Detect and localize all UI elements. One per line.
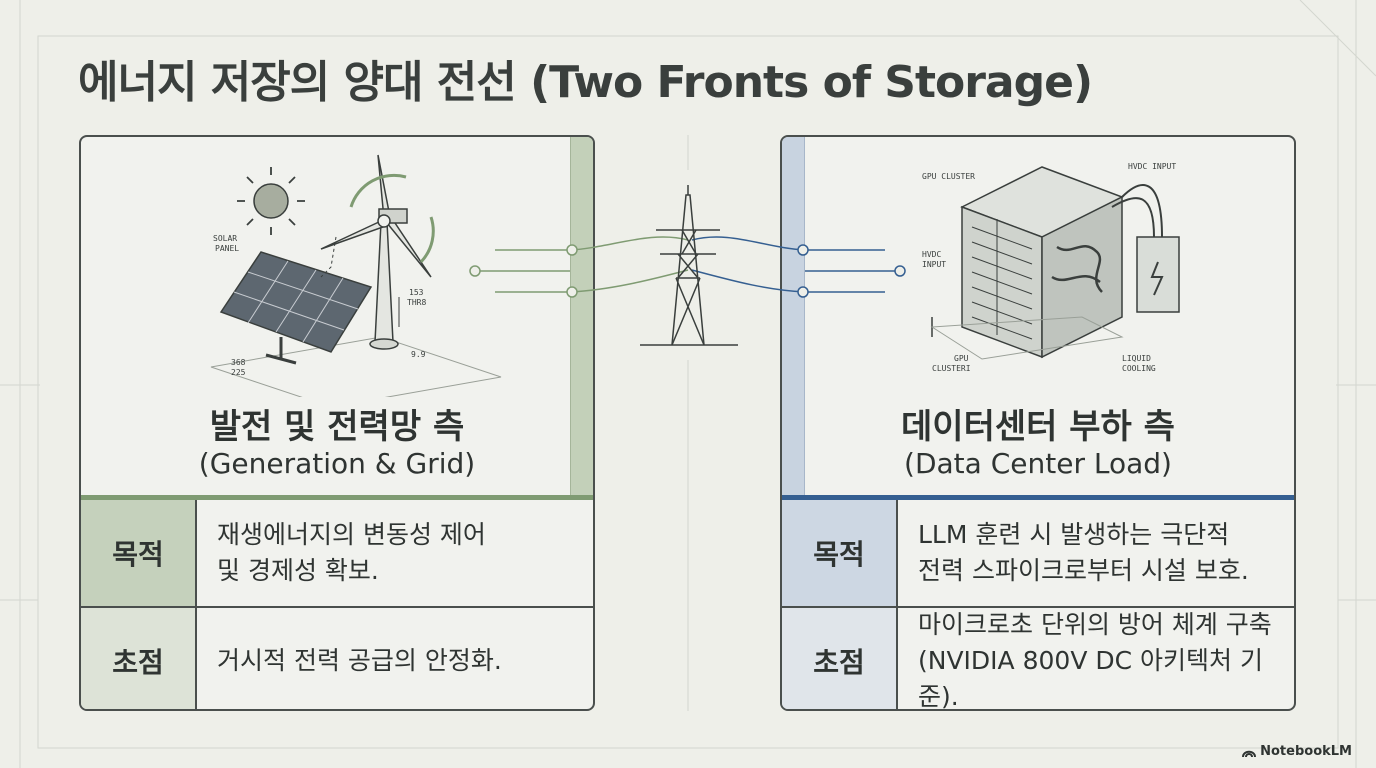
gpu-cluster-label: GPU CLUSTER bbox=[922, 172, 975, 181]
row-label: 초점 bbox=[782, 608, 898, 709]
card-title: 발전 및 전력망 측 bbox=[209, 407, 465, 447]
server-rack-icon bbox=[960, 166, 1124, 359]
cooling-label: COOLING bbox=[1122, 364, 1156, 373]
wind-turbine-icon bbox=[320, 154, 432, 350]
data-center-card: GPU CLUSTER HVDC INPUT HVDC INPUT GPU CL… bbox=[780, 135, 1296, 711]
focus-row: 초점 거시적 전력 공급의 안정화. bbox=[81, 608, 593, 709]
dimension-label: 225 bbox=[231, 368, 246, 377]
hvdc-input-box-icon bbox=[1111, 184, 1180, 313]
liquid-label: LIQUID bbox=[1122, 354, 1151, 363]
purpose-row: 목적 재생에너지의 변동성 제어 및 경제성 확보. bbox=[81, 500, 593, 608]
transmission-tower-connector bbox=[469, 185, 906, 346]
row-text: 마이크로초 단위의 방어 체계 구축 (NVIDIA 800V DC 아키텍처 … bbox=[918, 609, 1272, 711]
row-text: 거시적 전력 공급의 안정화. bbox=[217, 645, 502, 675]
solar-wind-illustration: SOLAR PANEL 153 THR8 368 225 9.9 bbox=[210, 154, 502, 397]
sun-icon bbox=[237, 167, 305, 235]
card-accent-strip bbox=[782, 137, 805, 497]
card-divider bbox=[782, 495, 1294, 500]
card-subtitle: (Generation & Grid) bbox=[198, 447, 476, 480]
row-label: 초점 bbox=[81, 608, 197, 709]
card-title: 데이터센터 부하 측 bbox=[901, 407, 1175, 447]
input-label: INPUT bbox=[922, 260, 946, 269]
generation-grid-card: SOLAR PANEL 153 THR8 368 225 9.9 발전 및 전력… bbox=[79, 135, 595, 711]
page-title: 에너지 저장의 양대 전선 (Two Fronts of Storage) bbox=[78, 57, 1093, 108]
card-accent-strip bbox=[570, 137, 593, 497]
notebooklm-logo-icon bbox=[1242, 750, 1257, 757]
row-text: 재생에너지의 변동성 제어 및 경제성 확보. bbox=[217, 520, 486, 585]
card-divider bbox=[81, 495, 593, 500]
purpose-row: 목적 LLM 훈련 시 발생하는 극단적 전력 스파이크로부터 시설 보호. bbox=[782, 500, 1294, 608]
focus-row: 초점 마이크로초 단위의 방어 체계 구축 (NVIDIA 800V DC 아키… bbox=[782, 608, 1294, 711]
row-text: LLM 훈련 시 발생하는 극단적 전력 스파이크로부터 시설 보호. bbox=[918, 520, 1249, 585]
gpu-cluster-illustration: GPU CLUSTER HVDC INPUT HVDC INPUT GPU CL… bbox=[922, 162, 1180, 373]
hvdc-label: HVDC bbox=[922, 250, 941, 259]
cluster-label: CLUSTERI bbox=[932, 364, 971, 373]
panel-label: PANEL bbox=[215, 244, 239, 253]
dimension-label: 153 bbox=[409, 288, 424, 297]
solar-panel-icon bbox=[219, 251, 373, 365]
notebooklm-brand: NotebookLM bbox=[1242, 744, 1352, 759]
dimension-label: 368 bbox=[231, 358, 246, 367]
dimension-label: THR8 bbox=[407, 298, 426, 307]
row-label: 목적 bbox=[81, 500, 197, 606]
card-subtitle: (Data Center Load) bbox=[904, 447, 1172, 480]
hvdc-input-label: HVDC INPUT bbox=[1128, 162, 1176, 171]
dimension-label: 9.9 bbox=[411, 350, 426, 359]
power-pylon-icon bbox=[640, 185, 738, 346]
gpu-label: GPU bbox=[954, 354, 969, 363]
solar-label: SOLAR bbox=[213, 234, 237, 243]
brand-label: NotebookLM bbox=[1260, 744, 1352, 759]
row-label: 목적 bbox=[782, 500, 898, 606]
